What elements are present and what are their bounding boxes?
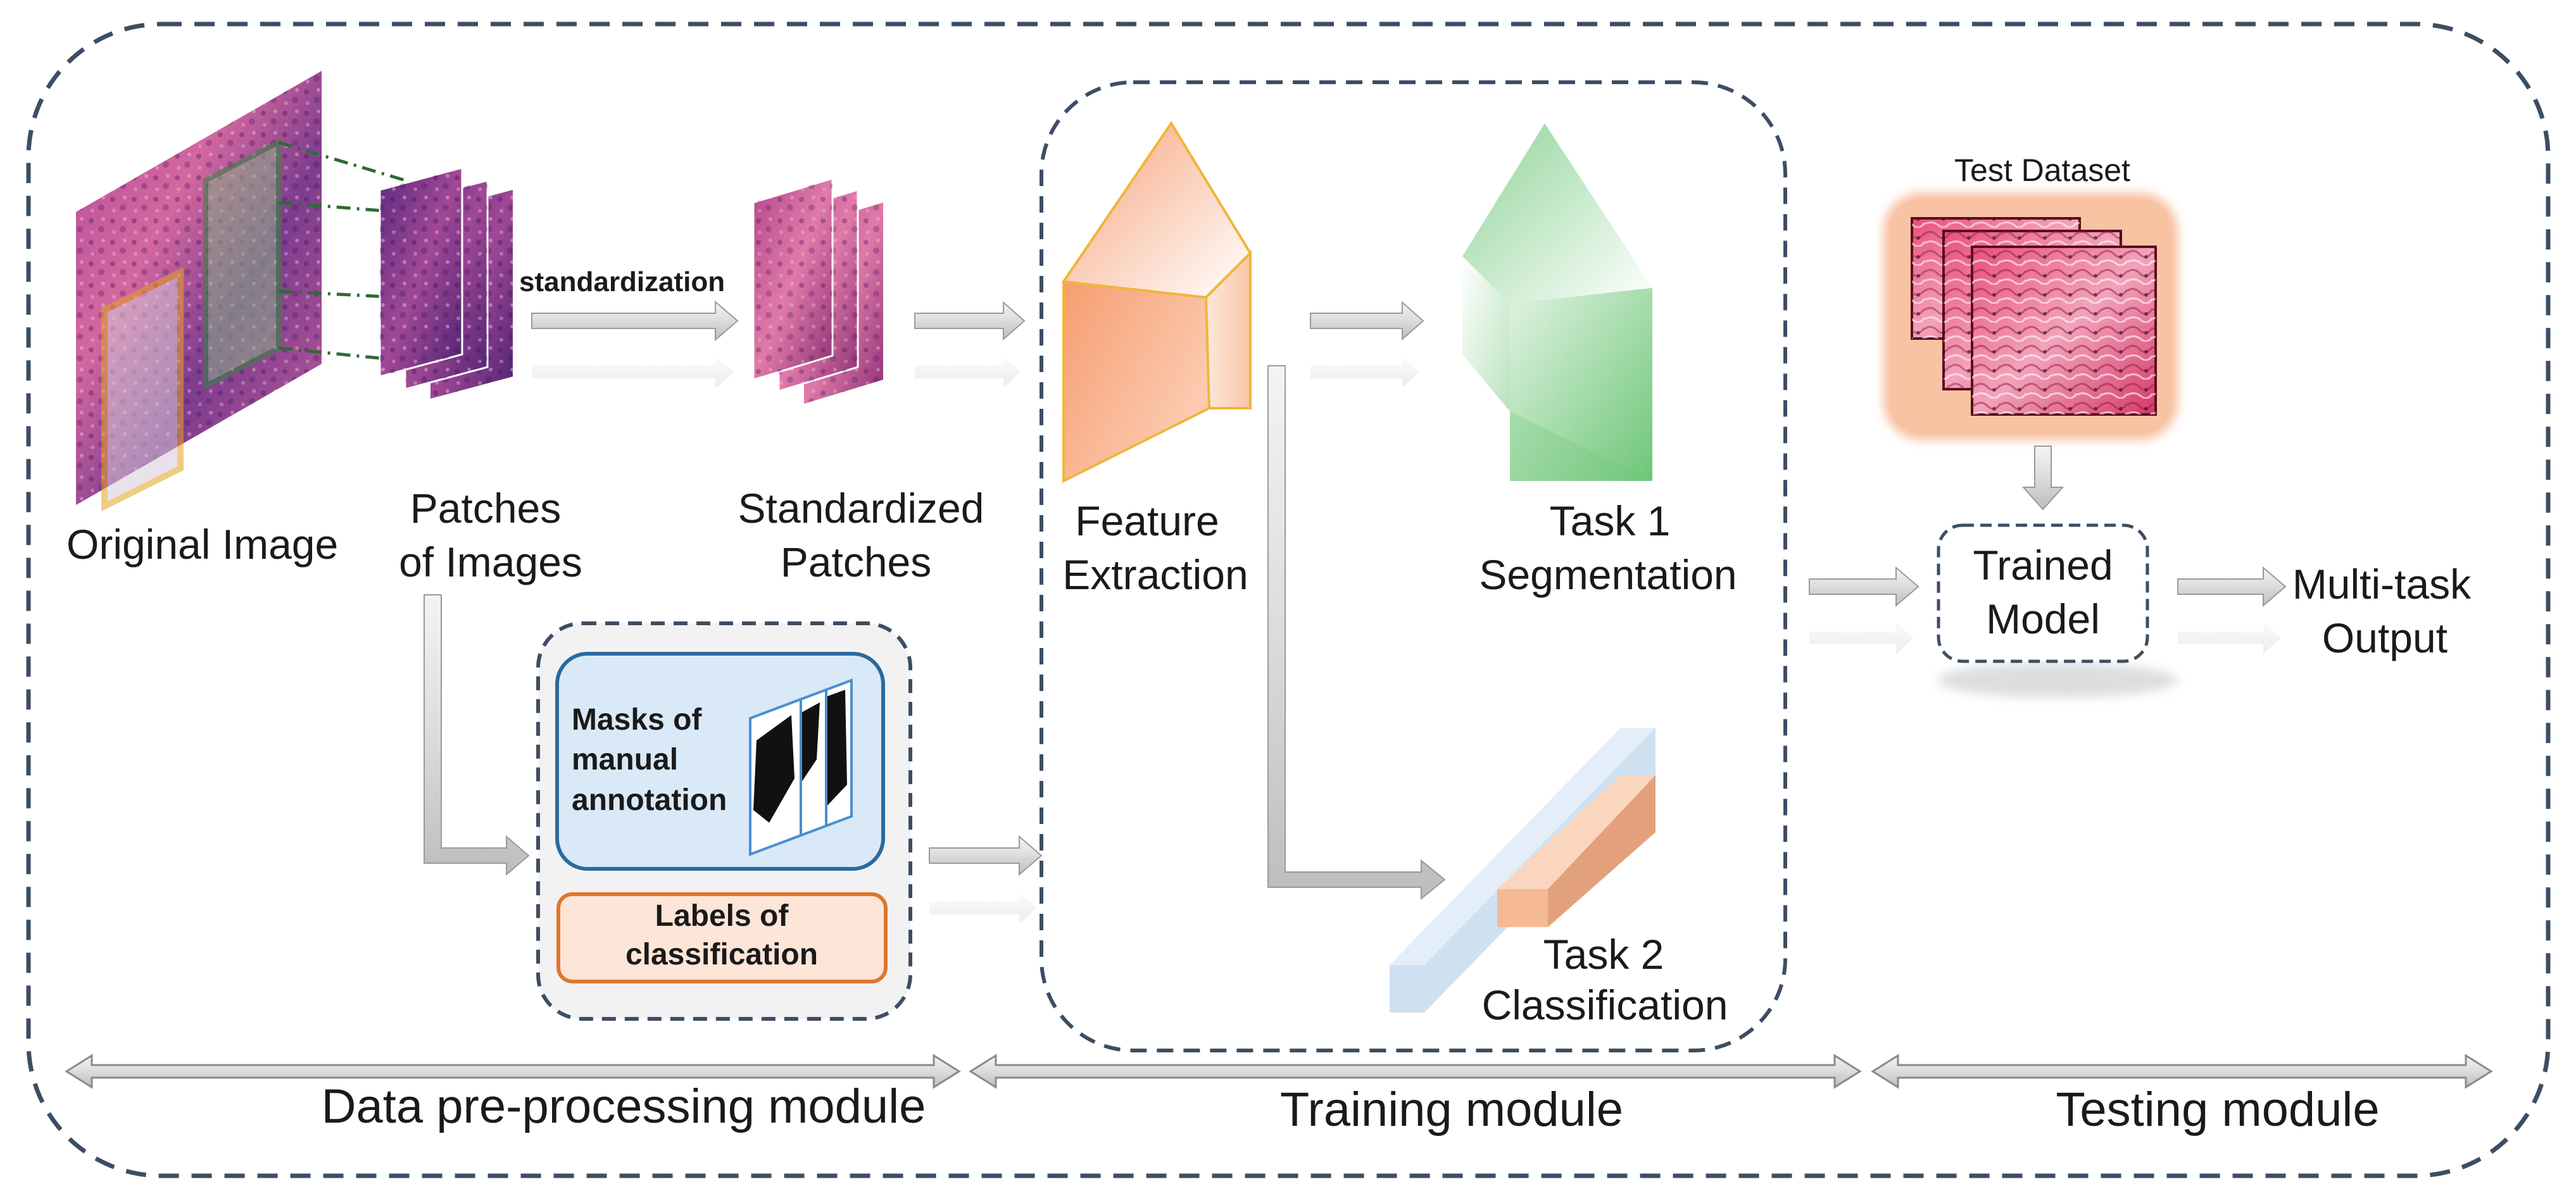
task2-label-line2: Classification bbox=[1481, 982, 1728, 1028]
arrow-standardization bbox=[531, 300, 739, 388]
feature-extraction-label-line1: Feature bbox=[1075, 497, 1219, 544]
standardized-label-line2: Patches bbox=[780, 539, 932, 585]
outer-frame bbox=[26, 22, 2551, 1178]
patches-label-line1: Patches bbox=[410, 485, 562, 532]
labels-classification-line1: Labels of bbox=[655, 899, 789, 933]
segmentation-prism-icon bbox=[1462, 123, 1652, 481]
testing-module-label: Testing module bbox=[2056, 1083, 2380, 1137]
preprocessing-module-label: Data pre-processing module bbox=[321, 1080, 926, 1133]
task1-label-line1: Task 1 bbox=[1549, 497, 1671, 544]
patches-label-line2: of Images bbox=[399, 539, 582, 585]
trained-model-label-line1: Trained bbox=[1973, 542, 2113, 589]
labels-classification-line2: classification bbox=[625, 938, 819, 971]
output-label-line2: Output bbox=[2322, 614, 2448, 661]
module-span-arrow-training bbox=[969, 1054, 1862, 1089]
test-dataset-label: Test Dataset bbox=[1954, 153, 2130, 188]
module-span-arrow-testing bbox=[1871, 1054, 2493, 1089]
arrow-patches-to-annotation bbox=[424, 594, 530, 876]
standardized-patches-icon bbox=[752, 177, 883, 404]
labels-box bbox=[556, 892, 888, 983]
masks-label-line1: Masks of bbox=[572, 703, 702, 737]
feature-extraction-prism-icon bbox=[1061, 121, 1252, 483]
classification-bar-icon bbox=[1390, 728, 1656, 1013]
arrow-to-trained-model bbox=[1809, 566, 1919, 654]
feature-extraction-label-line2: Extraction bbox=[1062, 551, 1248, 598]
image-patches-icon bbox=[379, 166, 513, 399]
training-module-label: Training module bbox=[1279, 1083, 1624, 1137]
output-label-line1: Multi-task bbox=[2292, 561, 2472, 608]
trained-model-shadow bbox=[1937, 663, 2178, 698]
standardized-label-line1: Standardized bbox=[738, 485, 984, 532]
module-span-arrow-preprocessing bbox=[65, 1054, 961, 1089]
trained-model-label-line2: Model bbox=[1986, 595, 2100, 642]
arrow-to-feature bbox=[914, 301, 1026, 388]
task1-label-line2: Segmentation bbox=[1479, 551, 1737, 598]
trained-model-box bbox=[1937, 523, 2149, 663]
original-image-label: Original Image bbox=[66, 521, 339, 568]
training-region-frame bbox=[1040, 80, 1787, 1052]
arrow-to-output bbox=[2177, 566, 2287, 654]
arrow-to-classification bbox=[1267, 365, 1446, 901]
arrow-to-segmentation bbox=[1310, 301, 1424, 388]
arrow-annotation-to-training bbox=[929, 835, 1043, 924]
masks-label-line3: annotation bbox=[572, 783, 727, 817]
arrow-test-to-model bbox=[2021, 446, 2064, 511]
original-image-icon bbox=[76, 71, 406, 512]
mask-images-icon bbox=[749, 678, 853, 856]
test-dataset-icon bbox=[1883, 193, 2178, 440]
standardization-label: standardization bbox=[519, 266, 726, 297]
task2-label-line1: Task 2 bbox=[1543, 931, 1664, 978]
masks-label-line2: manual bbox=[572, 743, 679, 776]
